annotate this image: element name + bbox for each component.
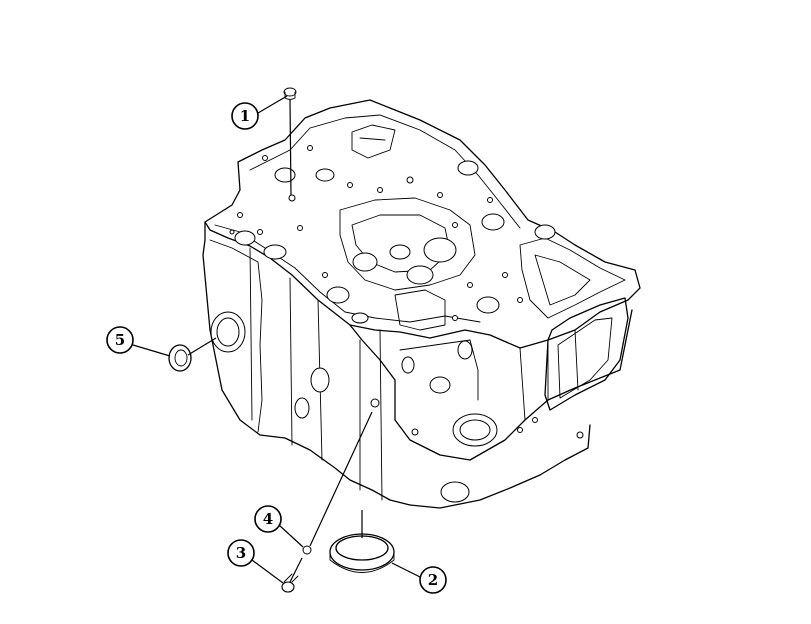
front-face (349, 309, 633, 461)
callout-3: 3 (227, 539, 284, 584)
bolt-part-1 (283, 87, 297, 196)
cylinder-head (202, 99, 641, 509)
upper-recess (351, 124, 396, 159)
callout-label: 5 (115, 331, 125, 349)
side-bores (210, 311, 584, 503)
callout-label: 1 (240, 107, 250, 125)
bottom-edge (409, 424, 591, 509)
right-top-frame (519, 237, 626, 319)
seal-part-5 (168, 337, 217, 372)
fitting-part-4 (302, 411, 373, 555)
deck-holes (229, 145, 556, 324)
top-deck-outline (204, 99, 641, 349)
callout-label: 4 (263, 510, 273, 528)
right-port-inner (557, 317, 613, 399)
callout-label: 2 (428, 571, 438, 589)
callout-2: 2 (391, 562, 447, 594)
front-face-details (359, 329, 579, 501)
callout-1: 1 (231, 95, 288, 130)
left-side-face (202, 221, 411, 506)
callout-4: 4 (254, 505, 304, 548)
callout-5: 5 (106, 326, 171, 357)
front-recess (394, 289, 446, 331)
callout-label: 3 (236, 544, 246, 562)
plug-part-3 (281, 557, 303, 593)
right-port-window (544, 297, 629, 411)
left-face-ribs (209, 239, 323, 461)
ring-part-2 (329, 510, 395, 573)
